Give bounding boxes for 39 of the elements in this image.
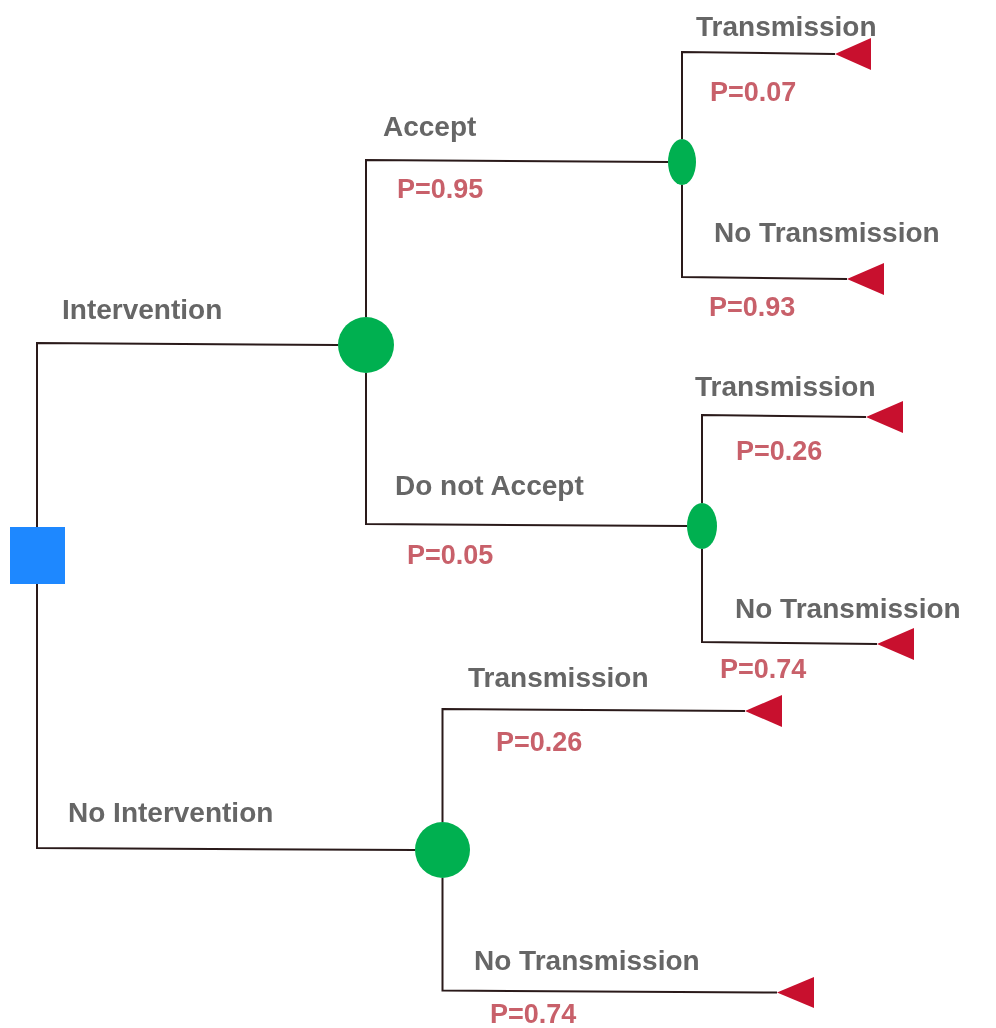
terminal-triangle: [866, 401, 903, 433]
branch-line: [681, 51, 836, 140]
branch-line: [701, 414, 867, 504]
probability-label: P=0.74: [490, 1001, 577, 1028]
branch-label: Do not Accept: [395, 472, 584, 500]
probability-label: P=0.93: [709, 294, 796, 321]
branch-label: No Transmission: [735, 595, 961, 623]
branch-label: Intervention: [62, 296, 223, 324]
chance-node: [338, 317, 394, 373]
branch-line: [441, 708, 746, 823]
chance-node: [687, 503, 717, 549]
branch-label: No Intervention: [68, 799, 274, 827]
probability-label: P=0.95: [397, 176, 484, 203]
probability-label: P=0.74: [720, 656, 807, 683]
terminal-triangle: [847, 263, 884, 295]
branch-line: [36, 583, 416, 851]
branch-label: Transmission: [696, 13, 877, 41]
chance-node: [415, 822, 470, 878]
chance-node: [668, 139, 696, 185]
branch-line: [441, 877, 778, 994]
branch-line: [36, 342, 339, 528]
branch-label: No Transmission: [474, 947, 700, 975]
branch-label: No Transmission: [714, 219, 940, 247]
probability-label: P=0.26: [496, 729, 583, 756]
terminal-triangle: [745, 695, 782, 727]
probability-label: P=0.05: [407, 542, 494, 569]
probability-label: P=0.26: [736, 438, 823, 465]
terminal-triangle: [877, 628, 914, 660]
terminal-triangle: [835, 38, 871, 70]
branch-line: [365, 372, 688, 527]
branch-label: Accept: [383, 113, 477, 141]
branch-line: [701, 548, 878, 645]
decision-square: [10, 527, 65, 584]
branch-label: Transmission: [695, 373, 876, 401]
branch-line: [365, 159, 669, 318]
probability-label: P=0.07: [710, 79, 797, 106]
terminal-triangle: [777, 977, 814, 1008]
branch-line: [681, 184, 848, 280]
branch-label: Transmission: [468, 664, 649, 692]
